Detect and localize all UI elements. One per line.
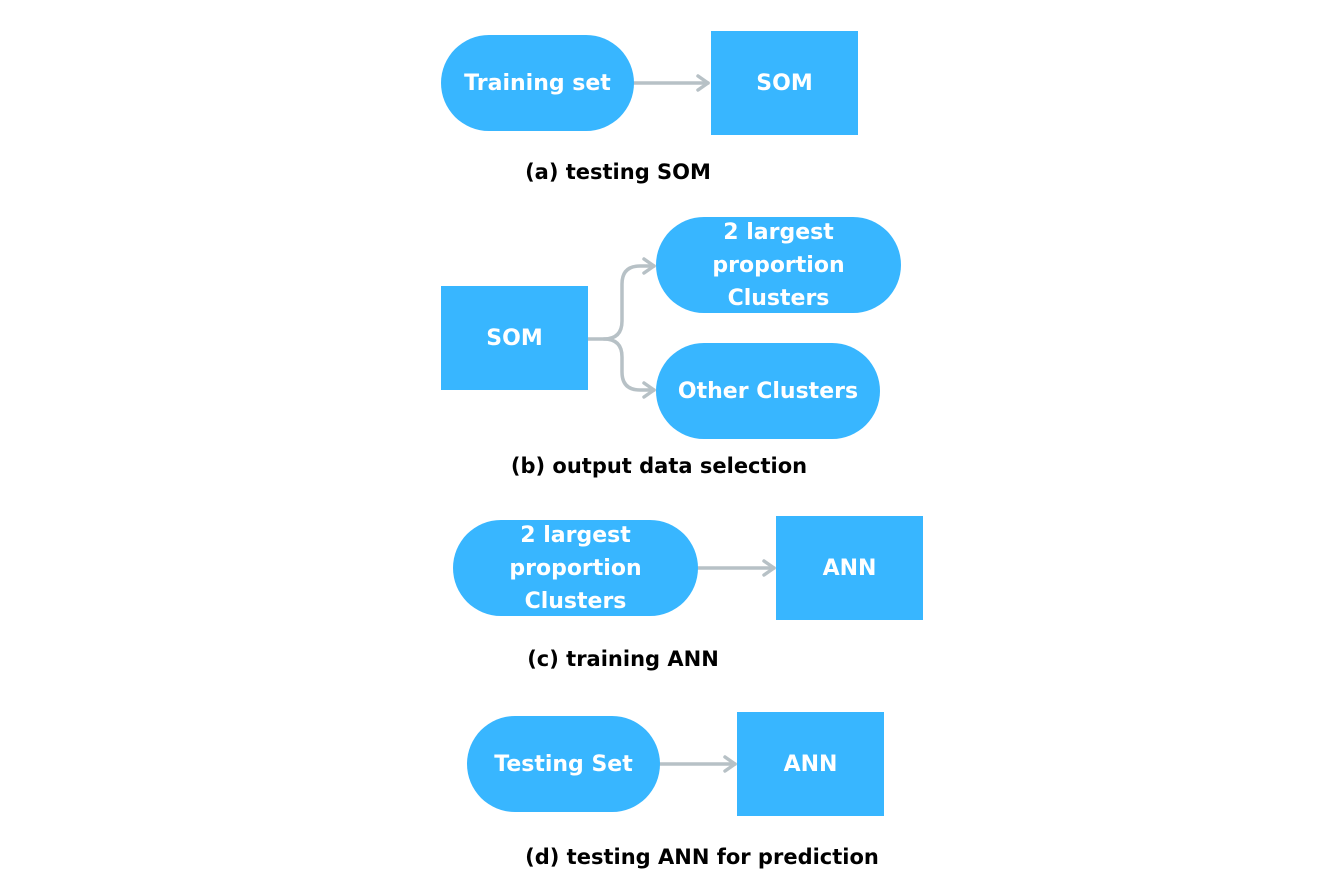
largest-clusters-node-b: 2 largest proportion Clusters [656, 217, 901, 313]
ann-node-d: ANN [737, 712, 884, 816]
training-set-node: Training set [441, 35, 634, 131]
arrow-som-to-other-clusters [602, 337, 656, 399]
arrow-clusters-to-ann [696, 559, 776, 577]
largest-clusters-node-c: 2 largest proportion Clusters [453, 520, 698, 616]
other-clusters-node: Other Clusters [656, 343, 880, 439]
caption-c: (c) training ANN [527, 647, 719, 671]
caption-a: (a) testing SOM [525, 160, 711, 184]
ann-node-c: ANN [776, 516, 923, 620]
som-node-a: SOM [711, 31, 858, 135]
caption-b: (b) output data selection [510, 454, 808, 478]
caption-d: (d) testing ANN for prediction [525, 845, 879, 869]
arrow-testing-to-ann [658, 755, 737, 773]
testing-set-node: Testing Set [467, 716, 660, 812]
arrow-training-to-som [632, 74, 710, 92]
arrow-som-to-top-cluster [586, 257, 656, 341]
som-node-b: SOM [441, 286, 588, 390]
